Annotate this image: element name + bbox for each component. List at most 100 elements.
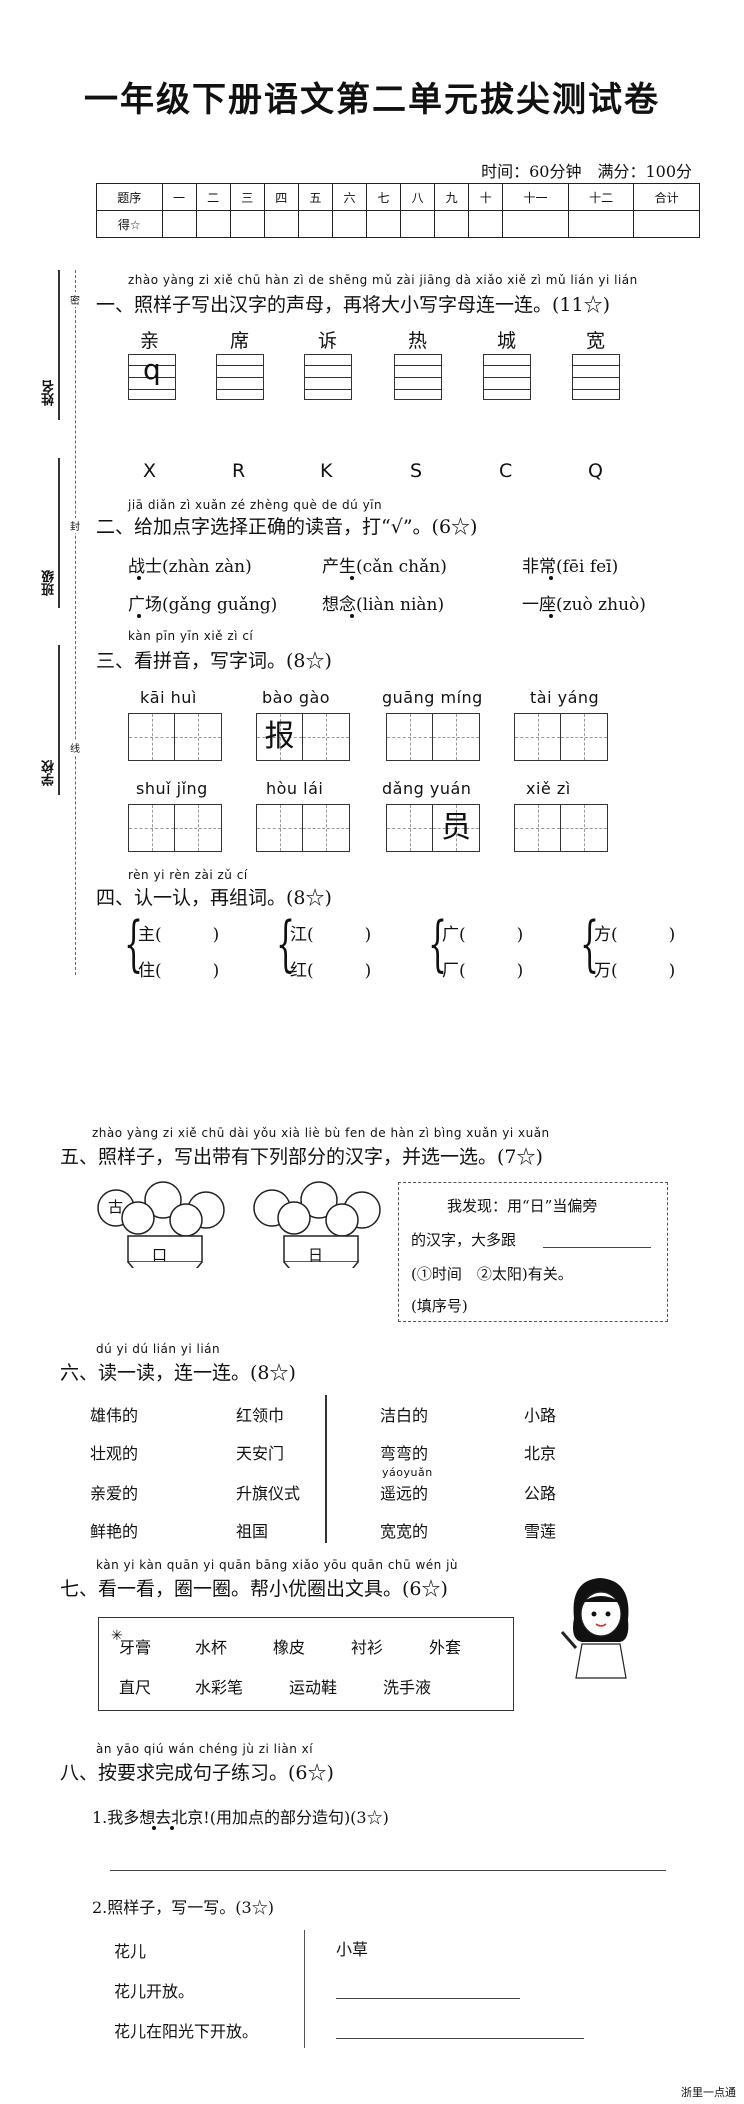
answer-line[interactable] [336, 2038, 584, 2039]
match-word[interactable]: 雄伟的 [90, 1406, 139, 1425]
grid-char: 员 [441, 810, 471, 845]
writing-grid[interactable] [128, 713, 222, 761]
writing-grid[interactable]: 员 [386, 804, 480, 852]
score-cell[interactable] [365, 210, 402, 238]
class-label: 班级 [42, 570, 57, 596]
four-line-box[interactable]: q [128, 353, 176, 400]
score-cell[interactable] [229, 210, 265, 238]
match-word[interactable]: 雪莲 [524, 1522, 557, 1541]
capital-letter[interactable]: R [232, 460, 246, 482]
score-header: 五 [297, 183, 333, 211]
capital-letter[interactable]: K [320, 460, 333, 482]
match-word[interactable]: 小路 [524, 1406, 557, 1425]
group-word-item[interactable]: 主( ) [138, 925, 220, 945]
group-word-item[interactable]: 厂( ) [442, 961, 524, 981]
s1-char: 诉 [318, 330, 338, 352]
four-line-box[interactable] [216, 354, 264, 400]
group-word-item[interactable]: 方( ) [594, 925, 676, 945]
score-cell[interactable] [633, 210, 700, 238]
match-word[interactable]: 壮观的 [90, 1444, 139, 1463]
score-header: 一 [161, 183, 197, 211]
item-word[interactable]: 运动鞋 [289, 1678, 338, 1697]
capital-letter[interactable]: X [143, 460, 157, 482]
item-word[interactable]: 牙膏 [119, 1638, 152, 1657]
example-sentence: 花儿开放。 [114, 1982, 195, 2001]
group-word-item[interactable]: 住( ) [138, 961, 220, 981]
writing-grid[interactable] [128, 804, 222, 852]
capital-letter[interactable]: C [499, 460, 513, 482]
item-word[interactable]: 水彩笔 [195, 1678, 244, 1697]
emphasis-dot [350, 614, 354, 618]
s1-char: 席 [230, 330, 250, 352]
capital-letter[interactable]: S [410, 460, 423, 482]
match-word[interactable]: 升旗仪式 [236, 1484, 301, 1503]
capital-letter[interactable]: Q [588, 460, 603, 482]
flower-pot-illustration [97, 1181, 225, 1268]
match-word[interactable]: 祖国 [236, 1522, 269, 1541]
match-word[interactable]: 红领巾 [236, 1406, 285, 1425]
match-word[interactable]: 宽宽的 [380, 1522, 429, 1541]
match-word[interactable]: 弯弯的 [380, 1444, 429, 1463]
word-pinyin: bào gào [262, 688, 331, 707]
score-cell[interactable] [502, 210, 569, 238]
item-word[interactable]: 橡皮 [273, 1638, 306, 1657]
reading-item[interactable]: 一座(zuò zhuò) [522, 595, 646, 615]
score-cell[interactable] [468, 210, 504, 238]
score-header: 合计 [633, 183, 700, 211]
score-cell[interactable] [263, 210, 299, 238]
score-header: 七 [365, 183, 402, 211]
item-word[interactable]: 洗手液 [383, 1678, 432, 1697]
score-header: 题序 [96, 183, 163, 211]
four-line-box[interactable] [572, 354, 620, 400]
score-header: 六 [331, 183, 367, 211]
score-cell[interactable] [331, 210, 367, 238]
writing-grid[interactable]: 报 [256, 713, 350, 761]
name-write-line[interactable] [58, 270, 60, 420]
score-cell[interactable] [161, 210, 197, 238]
s1-char: 热 [408, 330, 428, 352]
match-word[interactable]: 北京 [524, 1444, 557, 1463]
school-write-line[interactable] [58, 645, 60, 795]
group-word-item[interactable]: 红( ) [290, 961, 372, 981]
class-write-line[interactable] [58, 458, 60, 608]
item-word[interactable]: 直尺 [119, 1678, 152, 1697]
discovery-answer-line[interactable] [543, 1247, 651, 1248]
writing-grid[interactable] [386, 713, 480, 761]
emphasis-dot [137, 576, 141, 580]
item-word[interactable]: 衬衫 [351, 1638, 384, 1657]
group-word-item[interactable]: 万( ) [594, 961, 676, 981]
four-line-box[interactable] [483, 354, 531, 400]
four-line-box[interactable] [304, 354, 352, 400]
reading-item[interactable]: 广场(gǎng guǎng) [128, 595, 278, 615]
score-cell[interactable] [195, 210, 231, 238]
writing-grid[interactable] [256, 804, 350, 852]
score-cell[interactable] [434, 210, 470, 238]
reading-item[interactable]: 非常(fēi feī) [522, 557, 619, 577]
item-word[interactable]: 外套 [429, 1638, 462, 1657]
writing-grid[interactable] [514, 804, 608, 852]
group-word-item[interactable]: 广( ) [442, 925, 524, 945]
match-word[interactable]: 亲爱的 [90, 1484, 139, 1503]
score-cell[interactable] [297, 210, 333, 238]
answer-line[interactable] [336, 1998, 520, 1999]
word-pinyin: guāng míng [382, 688, 483, 707]
item-word[interactable]: 水杯 [195, 1638, 228, 1657]
score-header: 三 [229, 183, 265, 211]
section8-title: 八、按要求完成句子练习。(6☆) [60, 1762, 334, 1784]
answer-line[interactable] [110, 1870, 666, 1871]
four-line-box[interactable] [394, 354, 442, 400]
match-word[interactable]: 洁白的 [380, 1406, 429, 1425]
group-word-item[interactable]: 江( ) [290, 925, 372, 945]
reading-item[interactable]: 战士(zhàn zàn) [128, 557, 252, 577]
score-cell[interactable] [567, 210, 635, 238]
score-header: 四 [263, 183, 299, 211]
match-word[interactable]: 天安门 [236, 1444, 285, 1463]
reading-item[interactable]: 想念(liàn niàn) [322, 595, 445, 615]
reading-item[interactable]: 产生(cǎn chǎn) [322, 557, 447, 577]
match-word[interactable]: 鲜艳的 [90, 1522, 139, 1541]
match-word[interactable]: 公路 [524, 1484, 557, 1503]
writing-grid[interactable] [514, 713, 608, 761]
score-cell[interactable] [400, 210, 436, 238]
match-word[interactable]: 遥远的 [380, 1484, 429, 1503]
flower-char: 古 [108, 1198, 124, 1216]
